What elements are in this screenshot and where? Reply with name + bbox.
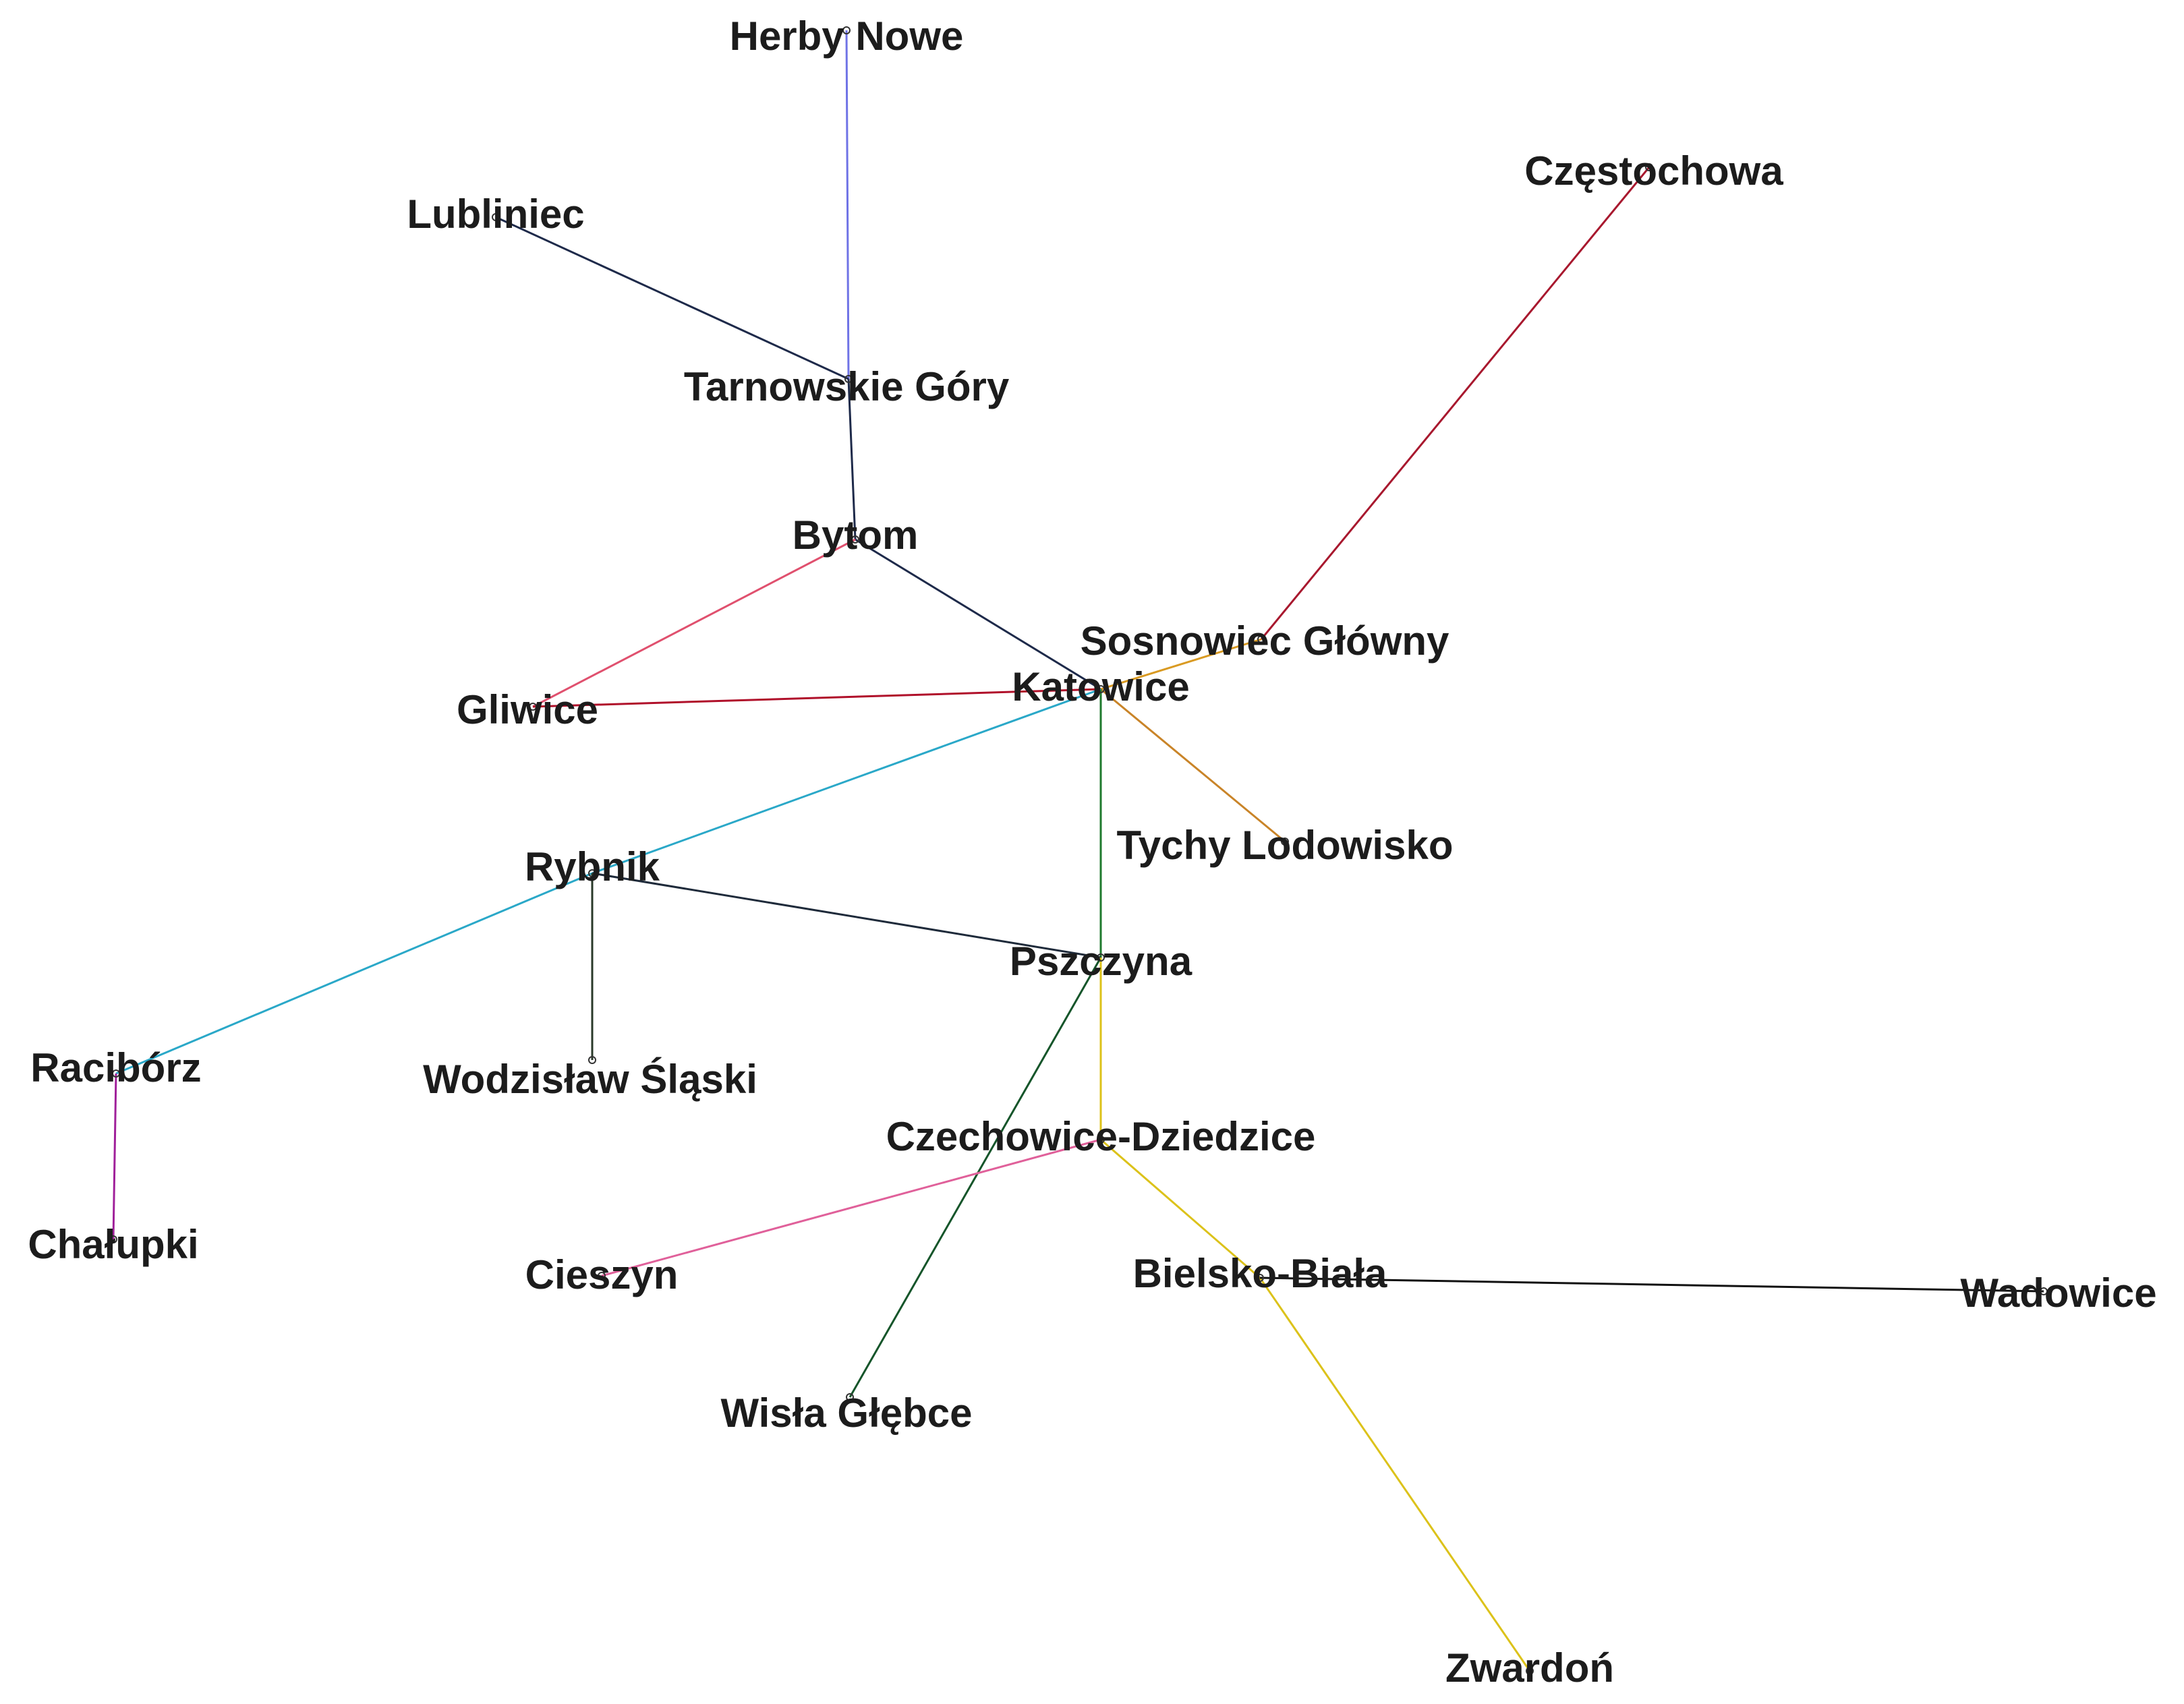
connection-katowice-tychy [1100, 688, 1286, 843]
station-dot [1097, 1136, 1105, 1144]
station-raciborz: Racibórz [30, 1045, 201, 1090]
station-dot [529, 703, 537, 711]
station-label: Bielsko-Biała [1133, 1251, 1387, 1296]
station-label: Częstochowa [1524, 148, 1783, 194]
station-dot [1526, 1667, 1534, 1675]
station-dot [1281, 838, 1289, 846]
connection-czestochowa-sosnowiec [1260, 167, 1650, 640]
station-label: Bytom [793, 512, 919, 558]
station-czestochowa: Częstochowa [1524, 148, 1783, 194]
station-label: Cieszyn [525, 1252, 679, 1297]
connection-bielsko-wadowice [1259, 1276, 2044, 1293]
station-label: Racibórz [30, 1045, 201, 1090]
station-label: Czechowice-Dziedzice [886, 1114, 1316, 1159]
station-dot [1645, 163, 1653, 171]
connection-bielsko-zwardon [1259, 1277, 1531, 1672]
connection-herby-tarnowskie [845, 30, 850, 380]
station-bytom: Bytom [793, 512, 919, 558]
station-katowice: Katowice [1012, 664, 1189, 709]
station-dot [588, 869, 596, 877]
station-herby: Herby Nowe [730, 13, 964, 59]
connection-lines [112, 30, 2044, 1672]
station-dot [598, 1272, 606, 1280]
station-wodzislaw: Wodzisław Śląski [423, 1056, 757, 1102]
station-dot [492, 213, 500, 221]
station-tychy: Tychy Lodowisko [1117, 823, 1454, 868]
station-dot [112, 1069, 120, 1078]
connection-gliwice-katowice [532, 688, 1101, 708]
station-rybnik: Rybnik [525, 844, 660, 889]
station-czechowice: Czechowice-Dziedzice [886, 1114, 1316, 1159]
station-dot [1097, 685, 1105, 693]
station-label: Wadowice [1960, 1270, 2156, 1316]
station-dot [1256, 1274, 1264, 1282]
station-dot [842, 26, 851, 34]
station-gliwice: Gliwice [457, 687, 598, 732]
station-dot [2040, 1287, 2048, 1295]
station-dot [844, 375, 853, 383]
station-label: Lubliniec [407, 192, 584, 237]
station-dot [846, 1393, 854, 1401]
station-label: Sosnowiec Główny [1081, 618, 1449, 664]
station-wisla: Wisła Głębce [721, 1390, 973, 1436]
station-tarnowskie: Tarnowskie Góry [684, 364, 1010, 409]
station-label: Rybnik [525, 844, 660, 889]
station-label: Tarnowskie Góry [684, 364, 1010, 409]
connection-bytom-gliwice [532, 538, 856, 708]
connection-rybnik-pszczyna [592, 872, 1101, 959]
station-label: Tychy Lodowisko [1117, 823, 1454, 868]
connection-pszczyna-wisla [849, 957, 1102, 1398]
station-label: Katowice [1012, 664, 1189, 709]
station-pszczyna: Pszczyna [1010, 939, 1192, 984]
station-chalupki: Chałupki [28, 1222, 198, 1267]
station-dot [1097, 953, 1105, 962]
station-bielsko: Bielsko-Biała [1133, 1251, 1387, 1296]
station-label: Zwardoń [1445, 1645, 1614, 1691]
station-label: Wisła Głębce [721, 1390, 973, 1436]
station-dot [1257, 635, 1265, 643]
station-dot [851, 535, 859, 543]
station-lubliniec: Lubliniec [407, 192, 584, 237]
connection-katowice-rybnik [592, 688, 1101, 875]
connection-czechowice-cieszyn [601, 1138, 1101, 1277]
station-label: Chałupki [28, 1222, 198, 1267]
connection-bytom-katowice [855, 538, 1101, 691]
station-dot [588, 1056, 596, 1064]
connection-rybnik-raciborz [115, 872, 593, 1075]
station-label: Herby Nowe [730, 13, 964, 59]
connection-lubliniec-tarnowskie [495, 216, 849, 380]
station-wadowice: Wadowice [1960, 1270, 2156, 1316]
station-sosnowiec: Sosnowiec Główny [1081, 618, 1449, 664]
station-label: Gliwice [457, 687, 598, 732]
station-zwardon: Zwardoń [1445, 1645, 1614, 1691]
station-cieszyn: Cieszyn [525, 1252, 679, 1297]
connection-tarnowskie-bytom [847, 378, 857, 540]
station-dot [109, 1235, 117, 1243]
connection-czechowice-bielsko [1100, 1138, 1261, 1279]
connection-raciborz-chalupki [112, 1073, 117, 1240]
station-label: Pszczyna [1010, 939, 1192, 984]
station-label: Wodzisław Śląski [423, 1057, 757, 1102]
connection-sosnowiec-katowice [1100, 638, 1262, 691]
